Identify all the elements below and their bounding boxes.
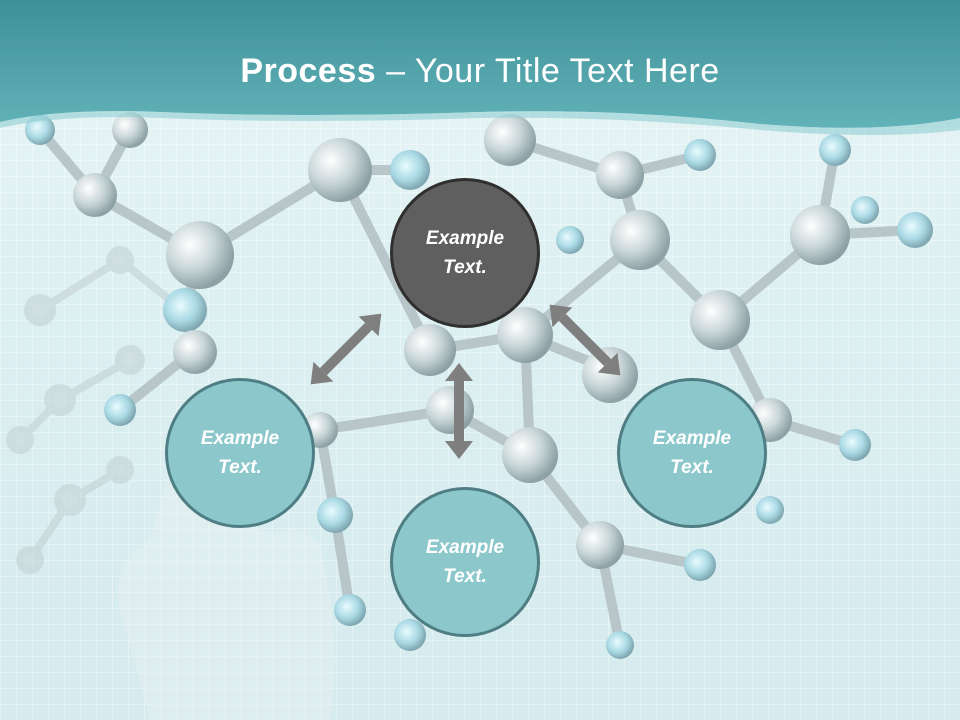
faint-molecule-cluster xyxy=(6,246,173,574)
arrow-center-right xyxy=(549,304,621,376)
slide-title: Process – Your Title Text Here xyxy=(0,52,960,91)
node-bottom-label: Example Text. xyxy=(425,537,505,587)
arrow-center-left xyxy=(310,313,382,385)
node-bottom[interactable]: Example Text. xyxy=(390,487,540,637)
arrow-center-bottom xyxy=(445,363,473,459)
connector-arrows xyxy=(310,304,621,459)
title-rest: – Your Title Text Here xyxy=(376,52,720,90)
node-right[interactable]: Example Text. xyxy=(617,378,767,528)
molecule-atoms xyxy=(25,112,933,659)
node-center[interactable]: Example Text. xyxy=(390,178,540,328)
hand-silhouette xyxy=(118,447,335,720)
node-left[interactable]: Example Text. xyxy=(165,378,315,528)
node-left-label: Example Text. xyxy=(200,428,280,478)
header-band xyxy=(0,0,960,135)
node-center-label: Example Text. xyxy=(425,228,505,278)
title-bold: Process xyxy=(240,52,377,90)
node-right-label: Example Text. xyxy=(652,428,732,478)
